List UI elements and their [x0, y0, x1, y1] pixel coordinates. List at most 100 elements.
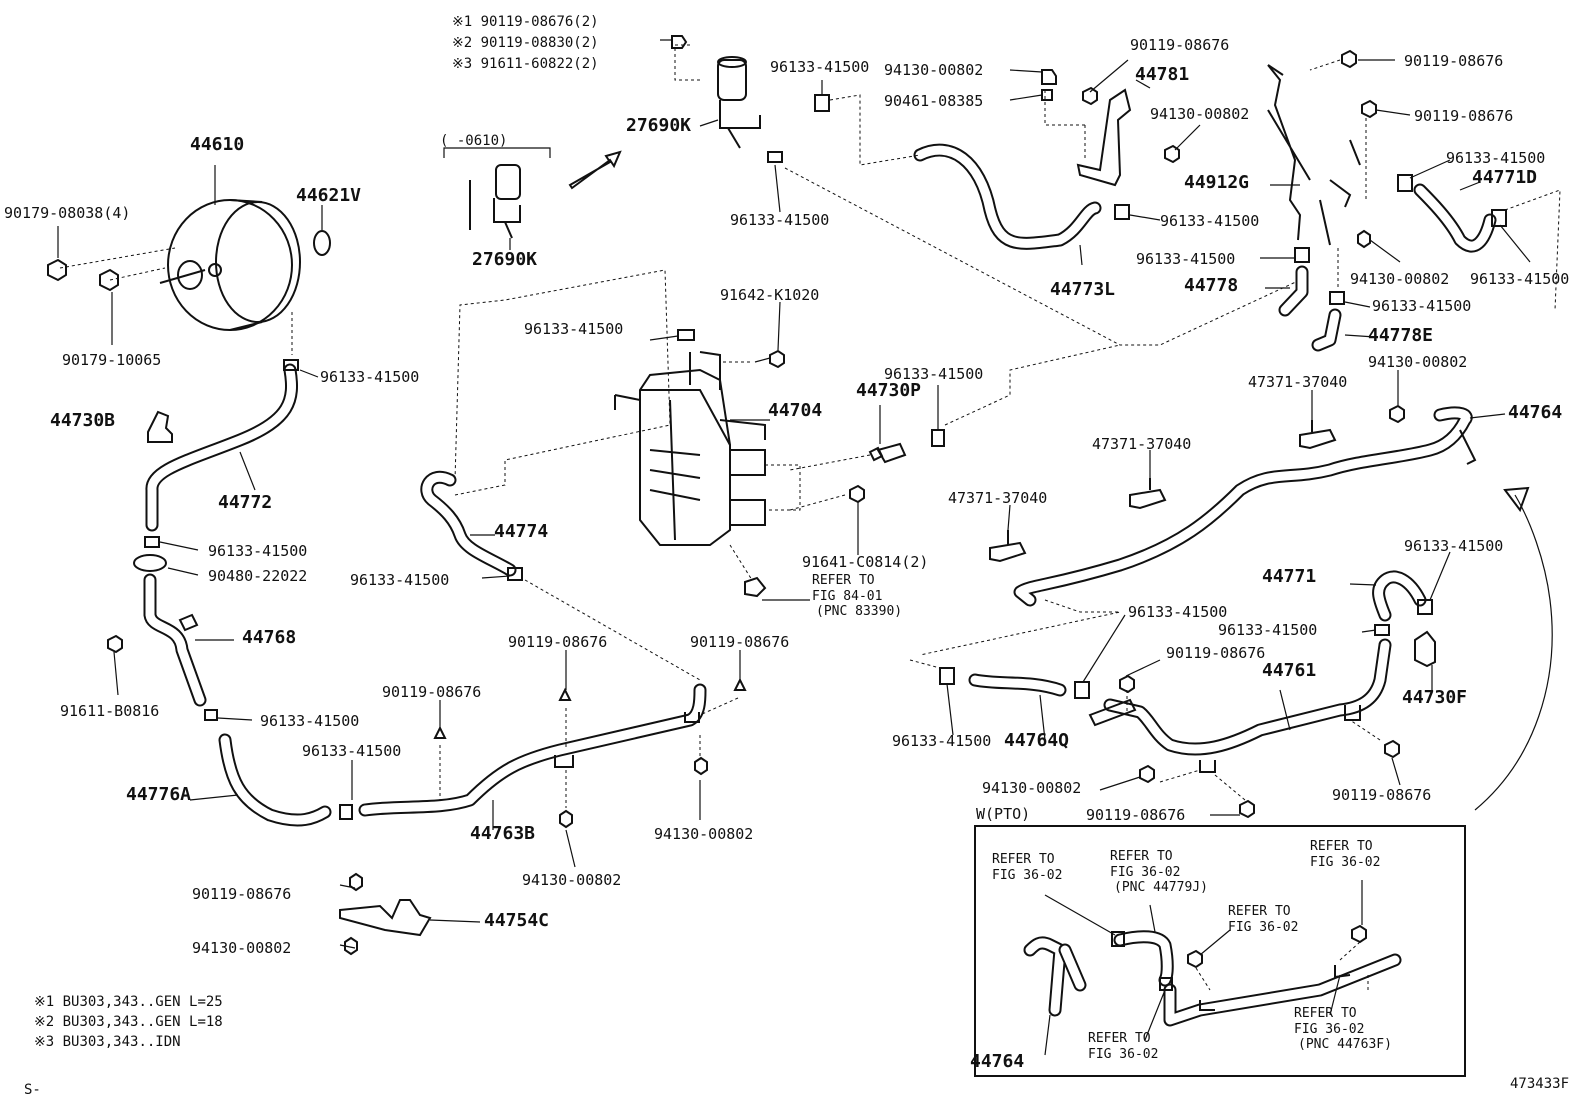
part-44763B: 44763B	[470, 823, 536, 844]
part-44771D: 44771D	[1472, 167, 1538, 188]
part-90461: 90461-08385	[884, 92, 984, 110]
bolt-label-3: 90119-08676	[690, 633, 790, 651]
bolt-label-1: 90119-08676	[382, 683, 482, 701]
part-44621V: 44621V	[296, 185, 362, 206]
clamp-44778E	[1329, 291, 1345, 305]
nut-label-2: 94130-00802	[654, 825, 754, 843]
clamp-44764Q-right	[1074, 681, 1090, 699]
clamp-label-3: 96133-41500	[260, 712, 360, 730]
nut-90179-08038	[47, 258, 67, 282]
part-90179-10065: 90179-10065	[62, 351, 162, 369]
reservoir-tank-44704	[614, 351, 766, 546]
nut-label-3: 94130-00802	[192, 939, 292, 957]
part-44778: 44778	[1184, 275, 1239, 296]
arrow-right	[568, 150, 622, 190]
w-ref-4a: REFER TO	[1228, 904, 1291, 919]
hose-44771D	[1413, 183, 1497, 253]
clamp-top-center	[814, 94, 830, 112]
nut-label-5: 94130-00802	[1150, 105, 1250, 123]
vsv-27690K-inset	[469, 164, 521, 239]
w-pto-box	[974, 825, 1466, 1077]
part-90179-08038: 90179-08038(4)	[4, 204, 131, 222]
part-27690K-b: 27690K	[472, 249, 538, 270]
w-ref-2a: REFER TO	[1110, 849, 1173, 864]
bolt-label-4: 90119-08676	[192, 885, 292, 903]
clamp-44764Q-left	[939, 667, 955, 685]
hose-44776A	[218, 733, 332, 827]
clip-47371-2	[1129, 478, 1167, 510]
hose-44778	[1278, 265, 1309, 317]
nut-label-6: 94130-00802	[1350, 270, 1450, 288]
part-44781: 44781	[1135, 64, 1190, 85]
vsv-27690K	[717, 56, 761, 149]
bolt-label-2: 90119-08676	[508, 633, 608, 651]
part-44761: 44761	[1262, 660, 1317, 681]
bolt-label-7: 90119-08676	[1414, 107, 1514, 125]
hose-44774	[420, 471, 517, 577]
part-44771: 44771	[1262, 566, 1317, 587]
nut-label-1: 94130-00802	[522, 871, 622, 889]
clamp-label-4: 96133-41500	[302, 742, 402, 760]
w-ref-3a: REFER TO	[1310, 839, 1373, 854]
note-3: ※3 91611-60822(2)	[452, 56, 599, 72]
part-91611-B0816: 91611-B0816	[60, 702, 160, 720]
ref-84-01-c: (PNC 83390)	[816, 604, 903, 619]
part-44774: 44774	[494, 521, 549, 542]
part-90480: 90480-22022	[208, 567, 308, 585]
bolt-label-10: 90119-08676	[1086, 806, 1186, 824]
connector-44730B	[147, 410, 173, 443]
w-ref-5b: FIG 36-02	[1088, 1047, 1159, 1062]
pipe-44764	[1013, 406, 1473, 607]
clamp-label-11: 96133-41500	[1470, 270, 1570, 288]
hose-44771	[1372, 570, 1427, 622]
clamp-label-7: 96133-41500	[1160, 212, 1260, 230]
part-44730B: 44730B	[50, 410, 116, 431]
clamp-label-16: 96133-41500	[1128, 603, 1228, 621]
part-44776A: 44776A	[126, 784, 192, 805]
w-ref-6a: REFER TO	[1294, 1006, 1357, 1021]
clamp-44773L	[1114, 204, 1130, 220]
clamp-44771	[1417, 599, 1433, 615]
bolt-label-8: 90119-08676	[1166, 644, 1266, 662]
clamp-label-13: 96133-41500	[884, 365, 984, 383]
part-91641: 91641-C0814(2)	[802, 553, 929, 571]
clamp-label-14: 96133-41500	[350, 571, 450, 589]
bracket-44781	[1076, 88, 1132, 187]
bolt-label-6: 90119-08676	[1404, 52, 1504, 70]
part-44764-w: 44764	[970, 1051, 1025, 1072]
clamp-44772-top	[283, 359, 299, 371]
part-44754C: 44754C	[484, 910, 550, 931]
part-44772: 44772	[218, 492, 273, 513]
bolt-91642	[769, 349, 785, 369]
clamp-label-15: 96133-41500	[1404, 537, 1504, 555]
hose-44764Q	[968, 673, 1067, 697]
grommet-90480	[133, 554, 167, 572]
bolt-label-5: 90119-08676	[1130, 36, 1230, 54]
w-ref-6c: (PNC 44763F)	[1298, 1037, 1392, 1052]
part-47371-a: 47371-37040	[1248, 373, 1348, 391]
note-1: ※1 90119-08676(2)	[452, 14, 599, 30]
clamp-44774	[507, 567, 523, 581]
connector-44730F	[1414, 630, 1436, 668]
w-ref-2b: FIG 36-02	[1110, 865, 1181, 880]
part-44768: 44768	[242, 627, 297, 648]
pipe-44763B	[358, 683, 707, 817]
part-44778E: 44778E	[1368, 325, 1434, 346]
clamp-tank-top	[677, 329, 695, 341]
clamp-label-18: 96133-41500	[892, 732, 992, 750]
clamp-44768	[204, 709, 218, 721]
legend-3: ※3 BU303,343..IDN	[34, 1034, 181, 1050]
ref-84-01-b: FIG 84-01	[812, 589, 883, 604]
bolt-91611-B0816	[107, 634, 123, 654]
legend-1: ※1 BU303,343..GEN L=25	[34, 994, 223, 1010]
clamp-44771D-left	[1397, 174, 1413, 192]
connector-ref-84-01	[744, 576, 767, 598]
clamp-44771D-right	[1491, 209, 1507, 227]
clamp-label-2: 96133-41500	[208, 542, 308, 560]
w-ref-5a: REFER TO	[1088, 1031, 1151, 1046]
pipe-44768	[143, 573, 207, 707]
w-ref-2c: (PNC 44779J)	[1114, 880, 1208, 895]
figure-id: 473433F	[1510, 1076, 1570, 1092]
